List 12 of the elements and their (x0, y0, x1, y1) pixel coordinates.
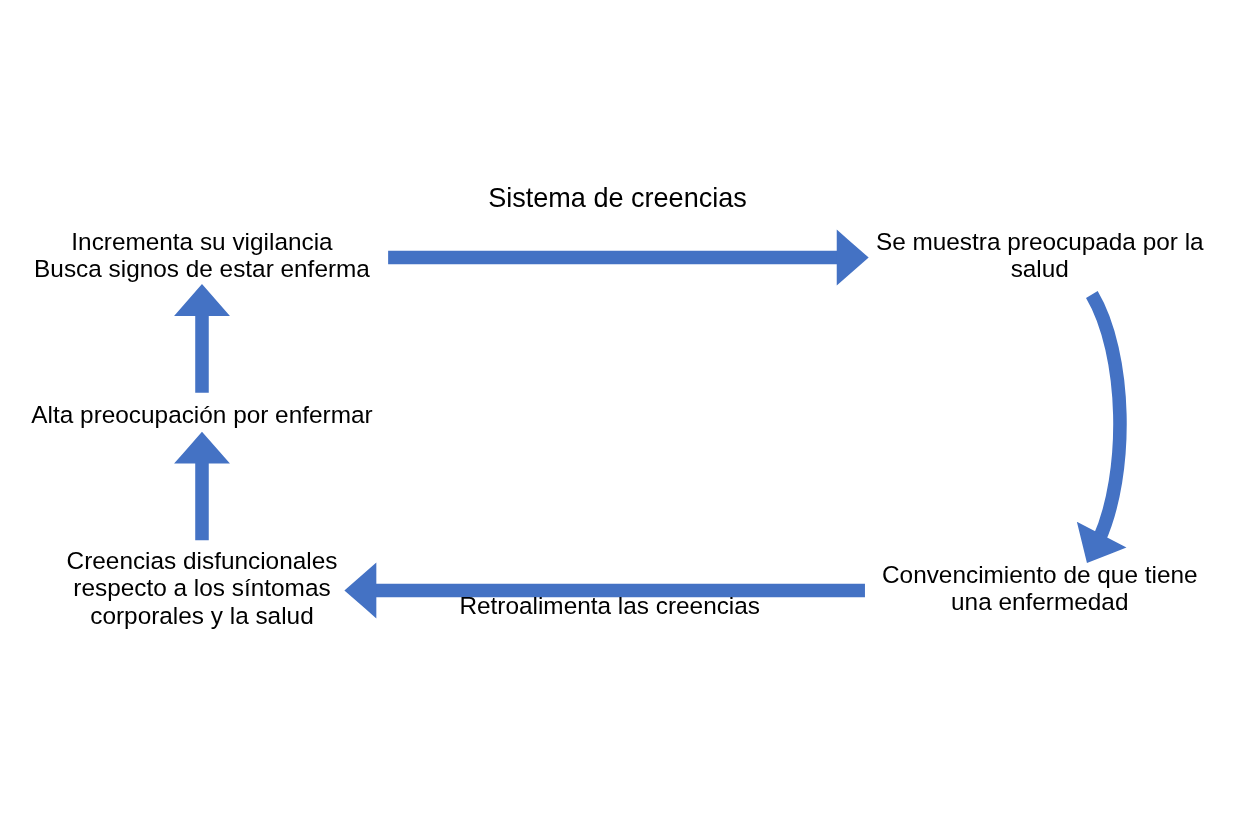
arrow (174, 284, 230, 393)
arrow (344, 562, 865, 619)
edge-label: Retroalimenta las creencias (459, 592, 761, 620)
node-text: Se muestra preocupada por la salud (875, 227, 1204, 283)
arrow (388, 229, 869, 286)
arrow (1076, 291, 1127, 563)
diagram-title: Sistema de creencias (488, 183, 747, 214)
node-text: Convencimiento de que tiene una enfermedad (882, 560, 1198, 615)
arrow (174, 431, 230, 541)
node-text: Creencias disfuncionales respecto a los síntomas corporales y la salud (66, 547, 338, 629)
node-text: Incrementa su vigilancia Busca signos de estar enferma (34, 227, 370, 283)
node-text: Alta preocupación por enfermar (31, 401, 373, 429)
